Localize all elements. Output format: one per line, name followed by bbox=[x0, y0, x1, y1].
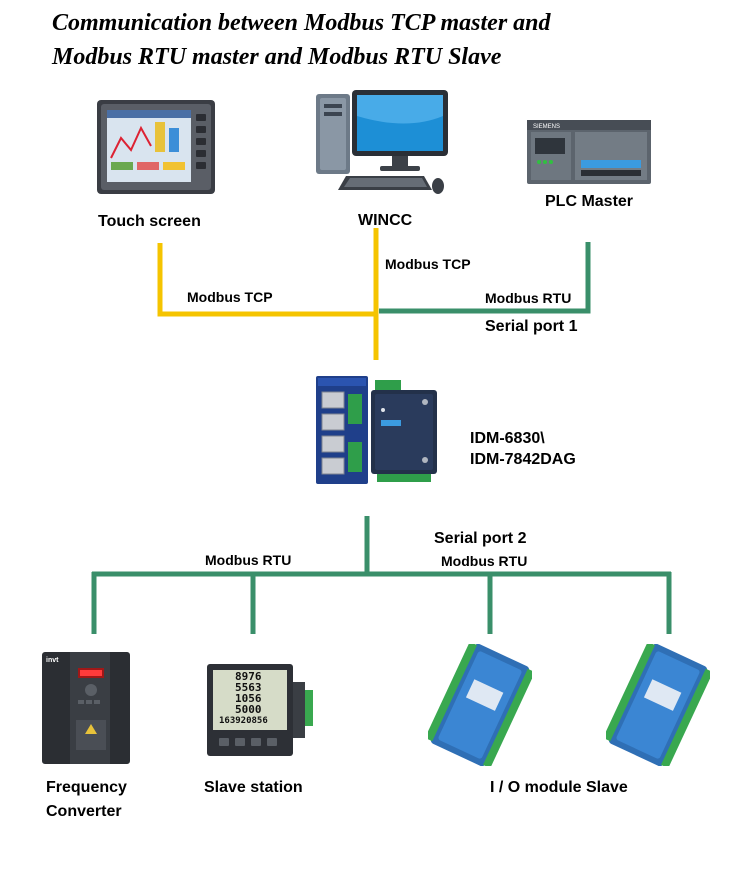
tcp-line-touch-screen bbox=[157, 243, 376, 317]
modbus-tcp-wincc-label: Modbus TCP bbox=[385, 256, 471, 272]
gateway-model-label-1: IDM-6830\ bbox=[470, 430, 545, 447]
io-module-device-2 bbox=[606, 644, 710, 766]
touch-screen-label: Touch screen bbox=[98, 213, 201, 230]
plc-master-device: SIEMENS bbox=[527, 120, 651, 184]
slave-station-label: Slave station bbox=[204, 779, 303, 796]
meter-body bbox=[207, 664, 313, 756]
modbus-tcp-lines bbox=[157, 228, 379, 360]
frequency-converter-label-1: Frequency bbox=[46, 779, 127, 796]
modbus-rtu-lines bbox=[91, 242, 672, 634]
gateway-model-label-2: IDM-7842DAG bbox=[470, 451, 576, 468]
meter-reading-1: 8976 bbox=[235, 670, 262, 683]
frequency-converter-device: invt bbox=[42, 652, 130, 764]
meter-reading-2: 5563 bbox=[235, 681, 262, 694]
gateway-serial-device bbox=[371, 380, 437, 482]
slave-station-meter: 8976 5563 1056 5000 163920856 bbox=[205, 662, 317, 758]
meter-reading-5: 163920856 bbox=[219, 716, 268, 726]
modbus-tcp-touch-label: Modbus TCP bbox=[187, 289, 273, 305]
wincc-label: WINCC bbox=[358, 212, 413, 229]
rtu-line-plc bbox=[379, 242, 591, 314]
io-module-device-1 bbox=[428, 644, 532, 766]
meter-reading-3: 1056 bbox=[235, 692, 262, 705]
svg-text:SIEMENS: SIEMENS bbox=[533, 124, 560, 130]
modbus-rtu-plc-label: Modbus RTU bbox=[485, 290, 572, 306]
serial-port-1-label: Serial port 1 bbox=[485, 318, 578, 335]
diagram-title-line2: Modbus RTU master and Modbus RTU Slave bbox=[52, 44, 502, 70]
modbus-rtu-left-label: Modbus RTU bbox=[205, 552, 292, 568]
serial-port-2-label: Serial port 2 bbox=[434, 530, 527, 547]
wincc-computer-device bbox=[316, 90, 448, 194]
frequency-converter-label-2: Converter bbox=[46, 803, 122, 820]
touch-screen-device bbox=[97, 100, 215, 194]
plc-master-label: PLC Master bbox=[545, 193, 634, 210]
meter-reading-4: 5000 bbox=[235, 703, 262, 716]
svg-text:invt: invt bbox=[46, 657, 59, 664]
gateway-switch-device bbox=[316, 376, 368, 484]
diagram-title-line1: Communication between Modbus TCP master … bbox=[52, 10, 551, 36]
modbus-rtu-right-label: Modbus RTU bbox=[441, 553, 528, 569]
io-module-label: I / O module Slave bbox=[490, 779, 628, 796]
